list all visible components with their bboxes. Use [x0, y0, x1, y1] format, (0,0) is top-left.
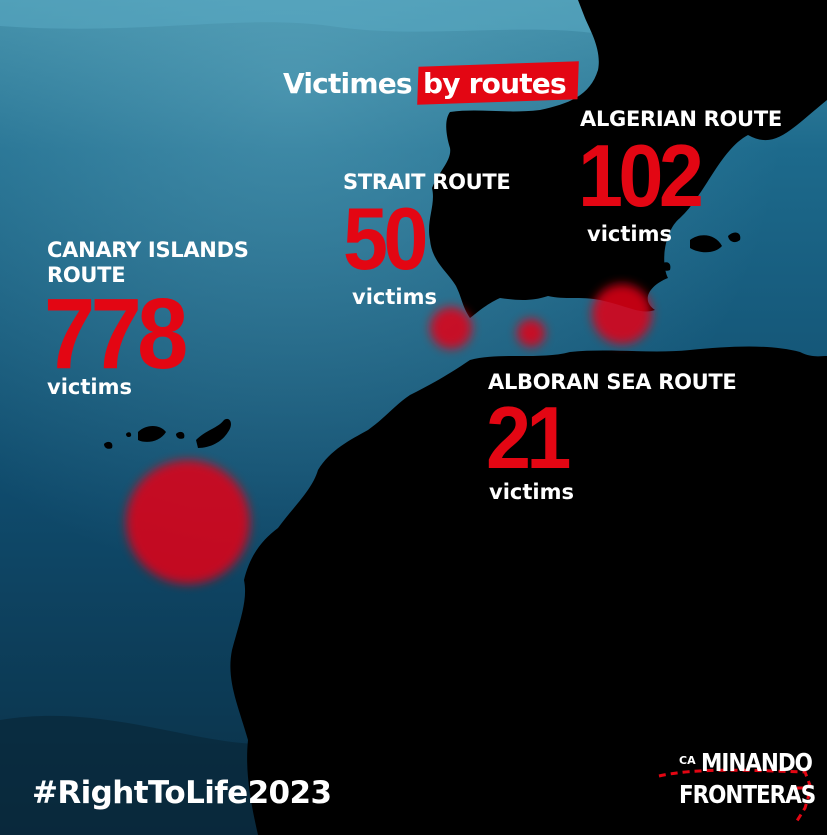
iberian-peninsula: [429, 0, 827, 318]
route-count-strait: 50: [343, 189, 428, 288]
spot-strait: [430, 307, 472, 349]
title-highlight-text: by routes: [423, 67, 567, 100]
route-count-canary: 778: [44, 278, 188, 390]
route-name-strait: STRAIT ROUTE: [343, 170, 511, 194]
spot-alboran: [517, 319, 545, 347]
canary-islands: [104, 418, 231, 449]
balearic-islands: [660, 232, 741, 271]
route-count-algerian: 102: [578, 126, 704, 225]
route-unit-canary: victims: [47, 375, 132, 399]
spot-canary: [126, 460, 250, 584]
title-lead: Victimes: [283, 67, 413, 100]
route-name-alboran: ALBORAN SEA ROUTE: [488, 370, 737, 394]
logo-route-line: [658, 768, 813, 825]
caminando-fronteras-logo: CA MINANDO FRONTERAS: [655, 748, 816, 828]
north-africa: [230, 346, 827, 835]
route-name-canary-line1: CANARY ISLANDS: [47, 238, 249, 262]
logo-line1: MINANDO: [701, 748, 813, 777]
hashtag: #RightToLife2023: [32, 775, 332, 811]
logo-prefix: CA: [679, 754, 696, 767]
route-unit-alboran: victims: [489, 480, 574, 504]
route-name-canary-line2: ROUTE: [47, 263, 126, 287]
spot-algerian: [592, 284, 652, 344]
logo-line2: FRONTERAS: [679, 780, 816, 809]
route-count-alboran: 21: [486, 388, 571, 487]
route-name-algerian: ALGERIAN ROUTE: [580, 107, 782, 131]
route-unit-strait: victims: [352, 285, 437, 309]
route-unit-algerian: victims: [587, 222, 672, 246]
